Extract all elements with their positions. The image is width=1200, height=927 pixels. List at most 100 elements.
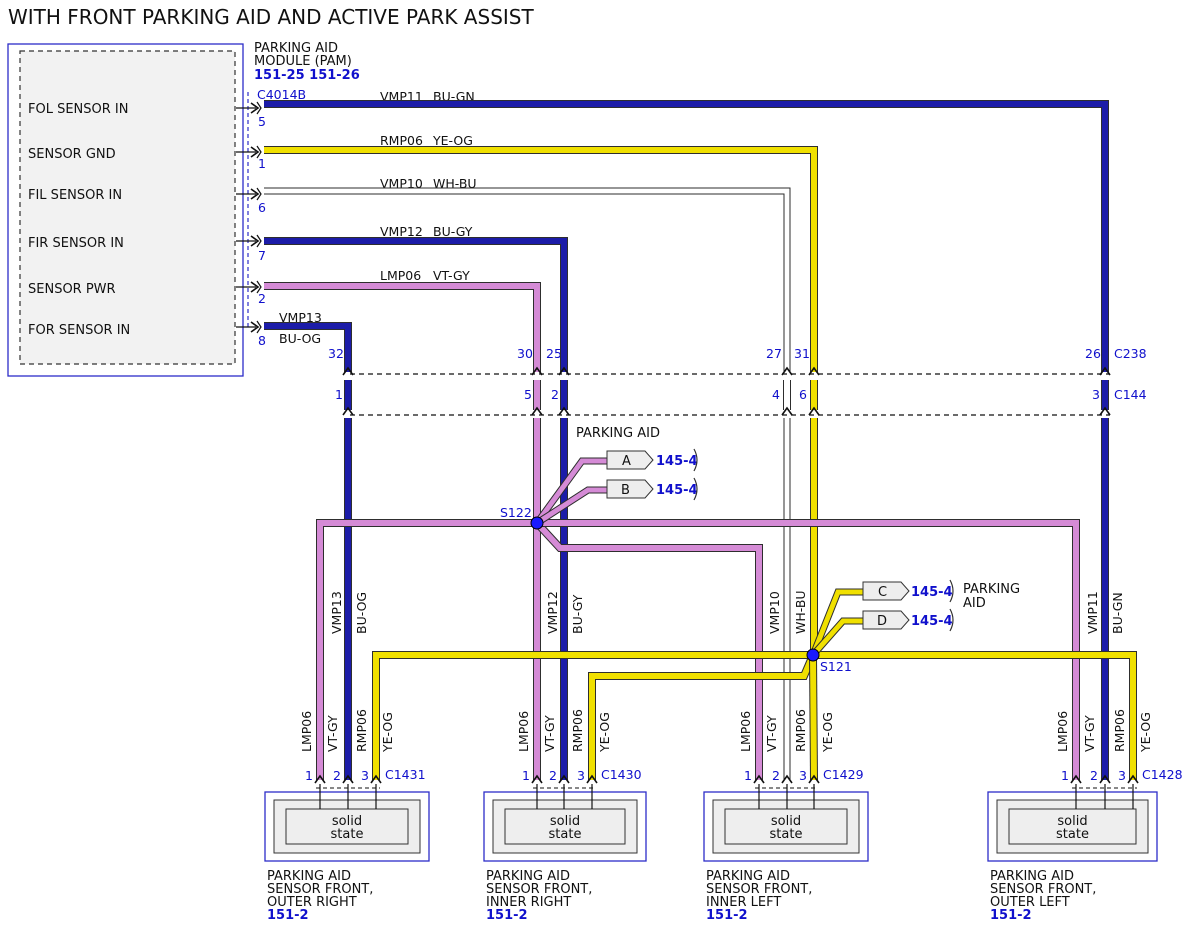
riser-color-vmp12: BU-GY: [570, 594, 585, 634]
c238-arrow-4: [808, 366, 820, 376]
wire-vmp10-top: [264, 188, 790, 372]
module-pin-1: 1: [258, 156, 266, 171]
c144-pin-5: 5: [524, 387, 532, 402]
c144-arrow-3: [781, 406, 793, 416]
wire-color-vmp10: WH-BU: [433, 176, 477, 191]
sensor-inner-line2: state: [1056, 827, 1089, 842]
wire-vmp12-top: [264, 238, 567, 372]
sensor-connector-name: C1431: [385, 767, 426, 782]
sensor-c1429-arrow-2: [808, 774, 820, 784]
sensor-solid-state-box: [504, 808, 626, 845]
sensor-inner-line1: solid: [550, 814, 580, 829]
sensor-name-line: PARKING AID: [990, 869, 1074, 884]
sensor-pin-number: 1: [744, 768, 752, 783]
sensor-wire-label: VT-GY: [1082, 715, 1097, 752]
module-pin-label-fol: FOL SENSOR IN: [28, 102, 128, 117]
wire-rmp06-inner-right: [589, 653, 816, 780]
sensor-wire-label: LMP06: [738, 711, 753, 752]
sensor-inner-line1: solid: [332, 814, 362, 829]
module-pin-6: 6: [258, 200, 266, 215]
module-pin-arrow-3-tip: [256, 234, 262, 248]
module-pin-label-pwr: SENSOR PWR: [28, 282, 116, 297]
ref-tag-a-letter: A: [622, 454, 631, 469]
c238-arrow-1: [531, 366, 543, 376]
riser-label-vmp13: VMP13: [329, 591, 344, 634]
wire-label-rmp06: RMP06: [380, 133, 423, 148]
ref-brackets-cd: [949, 579, 954, 632]
parking-aid-module: FOL SENSOR IN SENSOR GND FIL SENSOR IN F…: [7, 43, 244, 377]
c238-arrow-3: [781, 366, 793, 376]
module-pin-arrow-5: [250, 321, 260, 333]
ref-tag-b: [606, 479, 654, 499]
module-connector-name: C4014B: [257, 87, 306, 102]
wire-color-vmp12: BU-GY: [433, 224, 473, 239]
splice-s121-group-line2: AID: [963, 596, 986, 611]
sensor-inner-line2: state: [331, 827, 364, 842]
wire-lmp06-tag-a: [534, 458, 607, 525]
sensor-wire-label: YE-OG: [820, 712, 835, 753]
module-inner-dashed: [19, 50, 236, 365]
c144-arrow-2: [558, 406, 570, 416]
module-pin-2: 2: [258, 291, 266, 306]
sensor-pin-number: 3: [799, 768, 807, 783]
ref-tag-b-page: 145-4: [656, 483, 698, 498]
sensor-name-line: SENSOR FRONT,: [990, 882, 1096, 897]
sensor-wire-label: VT-GY: [764, 715, 779, 752]
sensor-ref: 151-2: [267, 908, 309, 923]
sensor-wire-label: VT-GY: [325, 715, 340, 752]
c144-pin-3: 3: [1092, 387, 1100, 402]
sensor-c1431-arrow-0: [314, 774, 326, 784]
c238-arrow-2: [558, 366, 570, 376]
ref-tag-d-letter: D: [877, 614, 887, 629]
wire-group: [264, 100, 1137, 781]
sensor-name-line: SENSOR FRONT,: [486, 882, 592, 897]
module-name-line1: PARKING AID: [254, 41, 338, 56]
wire-color-rmp06: YE-OG: [432, 133, 473, 148]
c238-arrow-5: [1099, 366, 1111, 376]
c144-pin-1: 1: [335, 387, 343, 402]
ref-tag-c: [862, 581, 910, 601]
sensor-c1431-arrow-1: [342, 774, 354, 784]
sensor-pin-number: 2: [1090, 768, 1098, 783]
sensor-name-line: OUTER RIGHT: [267, 895, 357, 910]
module-pin-arrow-1: [250, 146, 260, 158]
sensor-pin-number: 2: [772, 768, 780, 783]
sensor-wire-label: LMP06: [516, 711, 531, 752]
sensor-c1430-arrow-0: [531, 774, 543, 784]
wire-vmp10-top-outline: [264, 187, 791, 372]
riser-labels: VMP13 BU-OG VMP12 BU-GY VMP10 WH-BU VMP1…: [329, 590, 1125, 634]
sensor-c1428-arrow-1: [1099, 774, 1111, 784]
c144-pin-4: 4: [772, 387, 780, 402]
wire-rmp06-tag-d: [811, 618, 863, 657]
module-pin-label-gnd: SENSOR GND: [28, 147, 116, 162]
sensor-pin-number: 3: [577, 768, 585, 783]
riser-label-vmp11: VMP11: [1085, 591, 1100, 634]
c238-pin-32: 32: [328, 346, 344, 361]
wire-label-vmp13: VMP13: [279, 310, 322, 325]
module-pin-arrow-0-tip: [256, 101, 262, 115]
wire-vmp11: [264, 101, 1108, 372]
c144-arrow-4: [808, 406, 820, 416]
wire-rmp06-tag-c: [810, 589, 863, 656]
riser-color-vmp13: BU-OG: [354, 592, 369, 634]
diagram-title: WITH FRONT PARKING AID AND ACTIVE PARK A…: [8, 5, 534, 29]
splice-s121-group-line1: PARKING: [963, 582, 1020, 597]
sensor-solid-state-box: [285, 808, 409, 845]
sensor-name-line: INNER RIGHT: [486, 895, 571, 910]
sensor-wire-label: YE-OG: [597, 712, 612, 753]
c144-arrow-1: [531, 406, 543, 416]
sensor-wire-label: RMP06: [570, 709, 585, 752]
module-pin-arrow-4-tip: [256, 280, 262, 294]
sensor-pin-number: 3: [361, 768, 369, 783]
sensor-name-line: SENSOR FRONT,: [706, 882, 812, 897]
sensor-wire-label: LMP06: [1055, 711, 1070, 752]
sensor-name-line: INNER LEFT: [706, 895, 781, 910]
wire-rmp06-inner-left: [810, 654, 817, 781]
ref-tag-a: [606, 450, 654, 470]
sensor-c1428-arrow-2: [1127, 774, 1139, 784]
c238-pin-30: 30: [517, 346, 533, 361]
sensor-pin-number: 1: [1061, 768, 1069, 783]
sensor-c1428-arrow-0: [1070, 774, 1082, 784]
